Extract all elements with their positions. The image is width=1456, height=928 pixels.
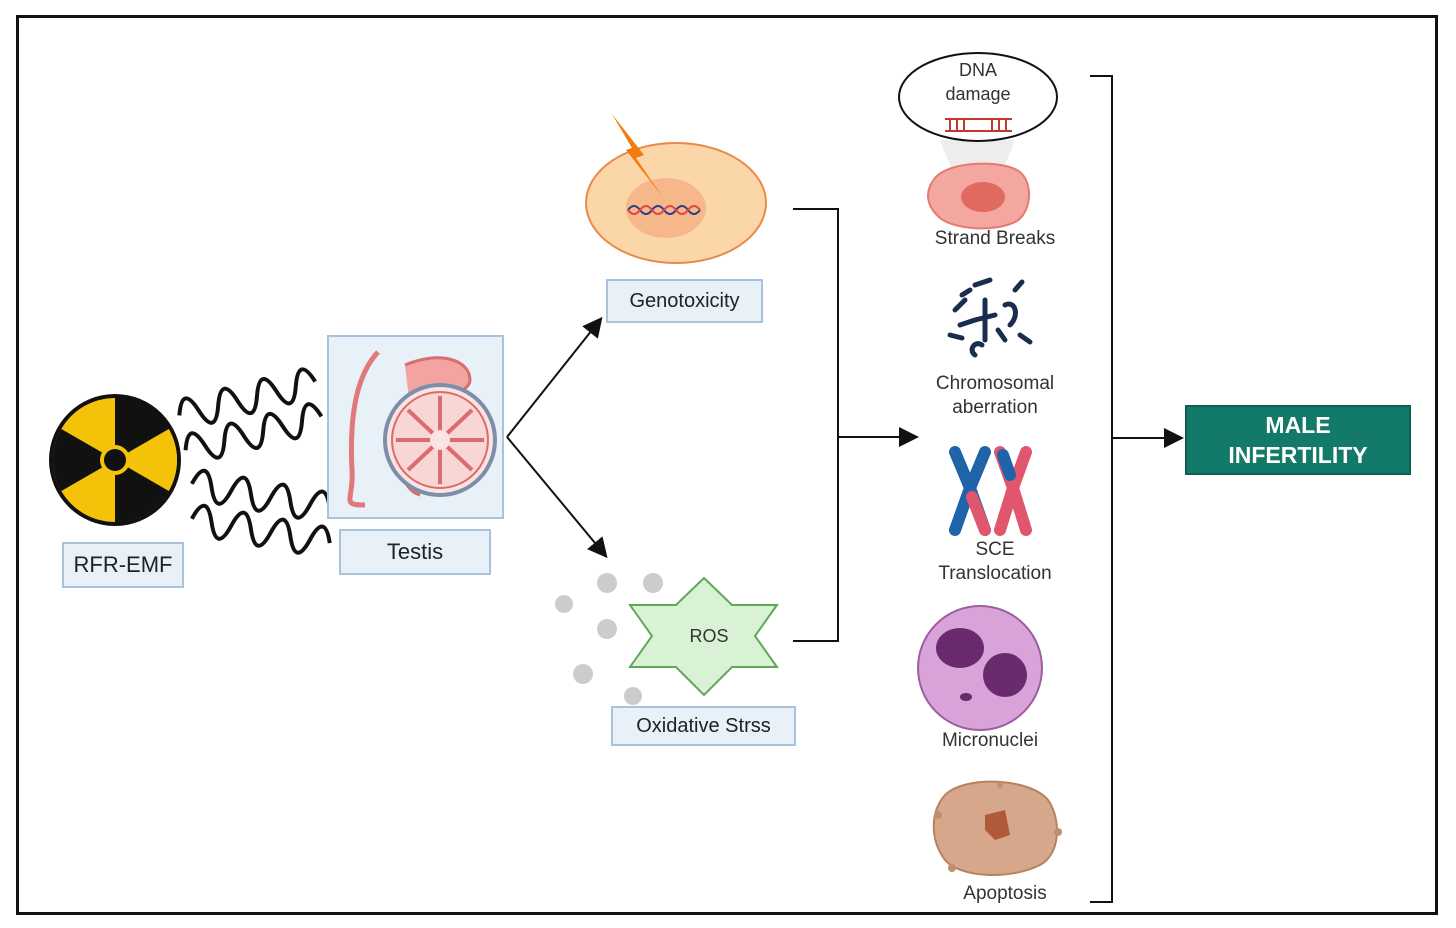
- strand-breaks-label: Strand Breaks: [934, 228, 1056, 249]
- figure-frame: [16, 15, 1438, 915]
- chromosomal-aberration-label: Chromosomal aberration: [905, 372, 1085, 420]
- micronuclei-icon: [917, 605, 1043, 731]
- sce-chromosomes-icon: [949, 446, 1032, 536]
- strand-breaks-icon: [927, 162, 1031, 230]
- outcome-line1: MALE: [1265, 412, 1331, 438]
- testis-illustration: [327, 335, 504, 519]
- radiation-icon: [49, 394, 181, 526]
- ros-particles: [555, 573, 663, 705]
- genotoxicity-label: Genotoxicity: [606, 279, 763, 323]
- outcome-line2: INFERTILITY: [1228, 442, 1368, 468]
- dna-damage-label: DNA damage: [918, 58, 1038, 106]
- pathway-bracket: [793, 208, 839, 642]
- effects-bracket: [1090, 75, 1113, 903]
- ros-star-icon: [628, 576, 779, 697]
- male-infertility-box: MALE INFERTILITY: [1185, 405, 1411, 475]
- arrow-to-oxidative-stress: [506, 436, 608, 559]
- radiation-waves: [177, 367, 332, 555]
- chromosomal-line1: Chromosomal: [935, 373, 1055, 394]
- micronuclei-label: Micronuclei: [941, 730, 1039, 751]
- apoptosis-label: Apoptosis: [963, 883, 1047, 904]
- ros-label: ROS: [689, 626, 729, 646]
- lightning-icon: [612, 114, 662, 196]
- oxidative-stress-label: Oxidative Strss: [611, 706, 796, 746]
- cell-dna-icon: [585, 142, 767, 264]
- sce-line1: SCE: [975, 539, 1015, 560]
- sce-line2: Translocation: [938, 563, 1052, 584]
- chromosomal-line2: aberration: [952, 397, 1038, 418]
- dna-damage-line2: damage: [945, 84, 1011, 104]
- apoptosis-icon: [932, 780, 1062, 877]
- rfr-emf-label: RFR-EMF: [62, 542, 184, 588]
- testis-label: Testis: [339, 529, 491, 575]
- sce-translocation-label: SCE Translocation: [905, 538, 1085, 586]
- dna-damage-line1: DNA: [958, 60, 997, 80]
- chromosome-fragments-icon: [947, 277, 1033, 358]
- arrow-to-genotoxicity: [506, 316, 603, 438]
